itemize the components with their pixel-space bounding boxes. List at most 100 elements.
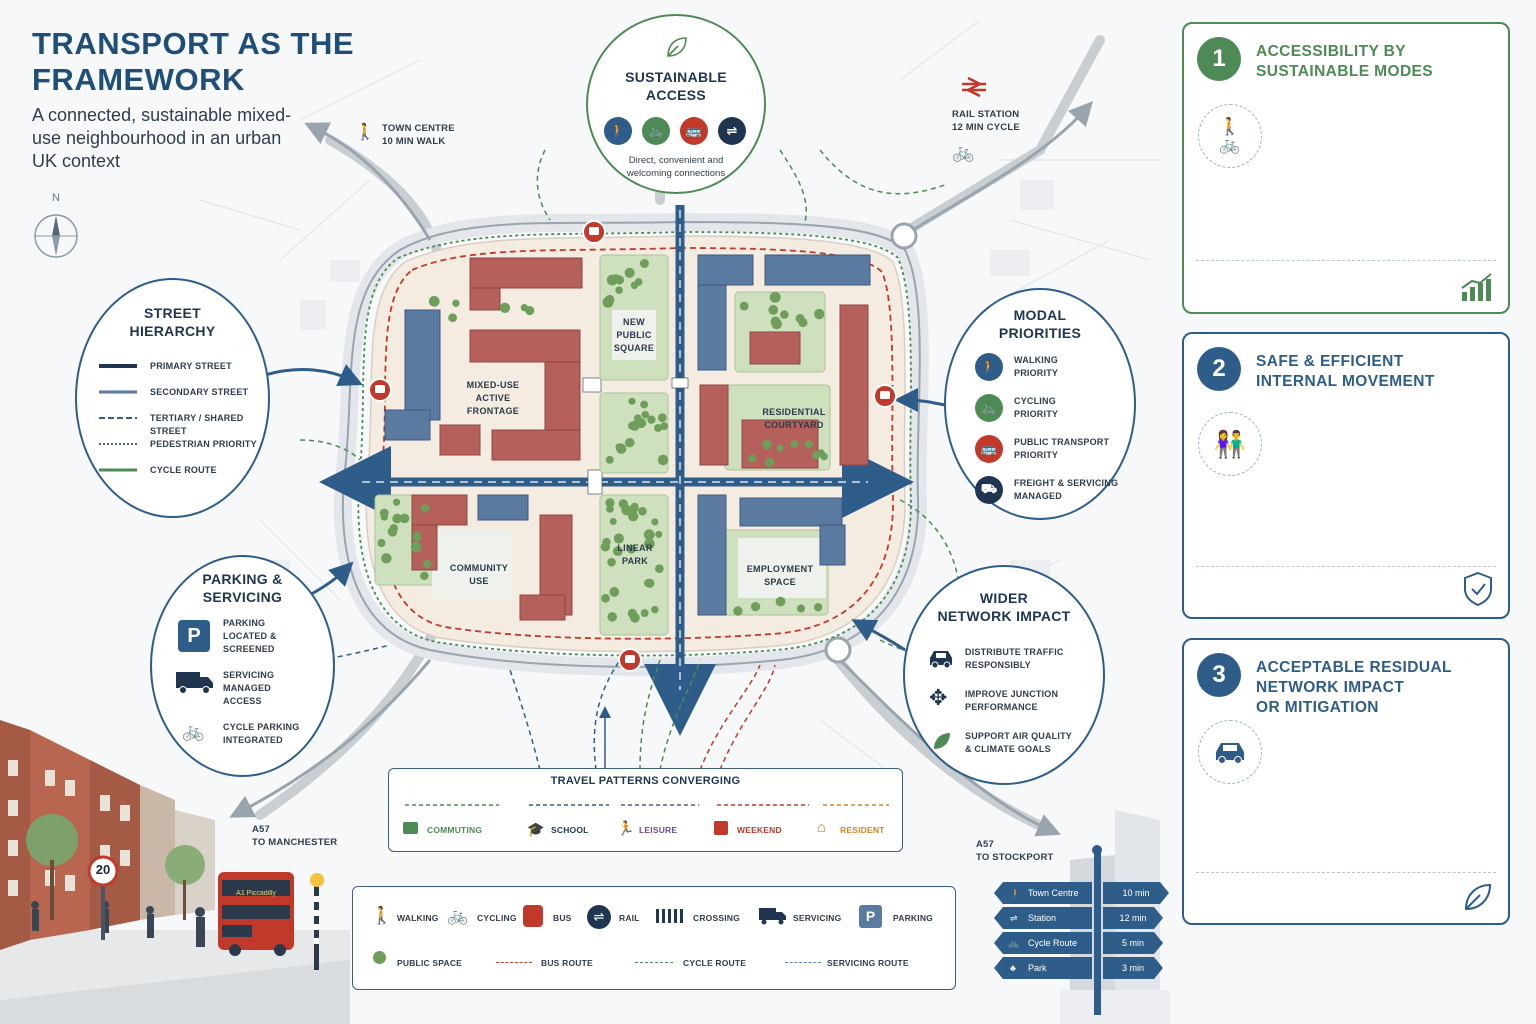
roundabout-se (824, 636, 852, 664)
sign-station-time: 12 min (1103, 907, 1163, 929)
page-subtitle: A connected, sustainable mixed-use neigh… (32, 105, 292, 171)
tree (410, 541, 422, 553)
tree (628, 421, 637, 430)
panel-3-number: 3 (1197, 653, 1241, 697)
tree (609, 587, 620, 597)
cycling-priority-icon: 🚲 (975, 394, 1003, 422)
home-icon: ⌂ (817, 819, 827, 836)
school-icon: 🎓 (527, 821, 545, 837)
tree (392, 513, 403, 524)
tree (412, 531, 422, 542)
legend-bus: BUS (553, 913, 572, 923)
legend-public-space: PUBLIC SPACE (397, 958, 463, 968)
car-icon (1198, 720, 1262, 784)
bicycle-icon: 🚲 (952, 142, 975, 162)
tree (640, 609, 649, 618)
tree (733, 606, 743, 616)
tree (813, 603, 823, 612)
legend-walking: WALKING (397, 913, 439, 923)
tree (389, 524, 398, 533)
tree (796, 604, 806, 613)
walk-icon: 🚶 (604, 117, 632, 145)
tree (618, 499, 628, 509)
parking-servicing-title: PARKING & (202, 571, 283, 587)
tree-legend-icon (373, 951, 386, 964)
street-scene (0, 720, 350, 1024)
street-item-primary: PRIMARY STREET (150, 361, 232, 371)
manchester-label: TO MANCHESTER (252, 837, 338, 848)
zebra-crossings (582, 377, 689, 495)
tree (739, 301, 749, 311)
tree (392, 498, 401, 506)
shopping-bag-icon (714, 821, 728, 835)
tree (606, 505, 614, 513)
tree (630, 612, 640, 623)
tree (811, 450, 821, 460)
tree (613, 546, 623, 557)
cycling-legend-icon: 🚲 (447, 906, 469, 925)
tree (655, 530, 663, 538)
parking-icon: P (178, 620, 210, 652)
tree (790, 440, 799, 449)
tree (602, 296, 614, 308)
panel-3-divider (1196, 872, 1496, 873)
freight-priority-icon: ⛟ (975, 476, 1003, 504)
tree (638, 506, 647, 516)
bicycle-icon: 🚲 (1008, 937, 1020, 948)
public-transport-priority-icon: 🚌 (975, 435, 1003, 463)
tree (780, 310, 789, 319)
tree (654, 423, 663, 432)
tree (655, 564, 664, 574)
panel-1-number: 1 (1197, 37, 1241, 81)
town-centre-time: 10 MIN WALK (382, 136, 446, 147)
tree (380, 513, 389, 521)
tree (600, 542, 611, 552)
sign-cycle-route: 🚲Cycle Route (994, 932, 1092, 954)
walking-priority-icon: 🚶 (975, 353, 1003, 381)
tree (657, 454, 669, 466)
street-centrelines (362, 210, 868, 690)
panel-2-divider (1196, 566, 1496, 567)
rail-station-time: 12 MIN CYCLE (952, 122, 1020, 133)
tree (377, 538, 386, 548)
modal-priorities-title: MODAL (1013, 307, 1067, 323)
tree (640, 400, 649, 409)
travel-patterns-box: TRAVEL PATTERNS CONVERGING COMMUTING 🎓 S… (388, 768, 903, 852)
tree (607, 612, 618, 622)
tree (750, 602, 761, 612)
panel-1-divider (1196, 260, 1496, 261)
bus-icon: 🚌 (680, 117, 708, 145)
sign-park: ♣Park (994, 957, 1092, 979)
tree (624, 267, 635, 278)
parking-servicing-title-2: SERVICING (202, 589, 283, 605)
bus-legend-icon (523, 905, 543, 927)
tree (776, 444, 784, 452)
map-legend: 🚶 WALKING 🚲 CYCLING BUS ⇌ RAIL CROSSING … (352, 886, 956, 990)
sign-town-centre: 🚶Town Centre (994, 882, 1092, 904)
roundabout-ne (890, 222, 918, 250)
street-item-pedestrian: PEDESTRIAN PRIORITY (150, 439, 257, 449)
legend-servicing-route: SERVICING ROUTE (827, 958, 909, 968)
street-hierarchy-line-samples (99, 364, 137, 472)
car-icon (930, 651, 952, 668)
sustainable-access-caption: Direct, convenient and (628, 155, 724, 166)
tree (607, 557, 616, 567)
bicycle-icon: 🚲 (182, 721, 205, 741)
tree (770, 316, 781, 327)
stockport-label: TO STOCKPORT (976, 852, 1054, 863)
page-title: TRANSPORT AS THE FRAMEWORK (32, 26, 355, 97)
tree (775, 596, 786, 607)
tree (804, 440, 814, 449)
tree (748, 454, 757, 463)
tree (641, 410, 650, 419)
tree (651, 605, 659, 614)
tree (795, 313, 805, 323)
